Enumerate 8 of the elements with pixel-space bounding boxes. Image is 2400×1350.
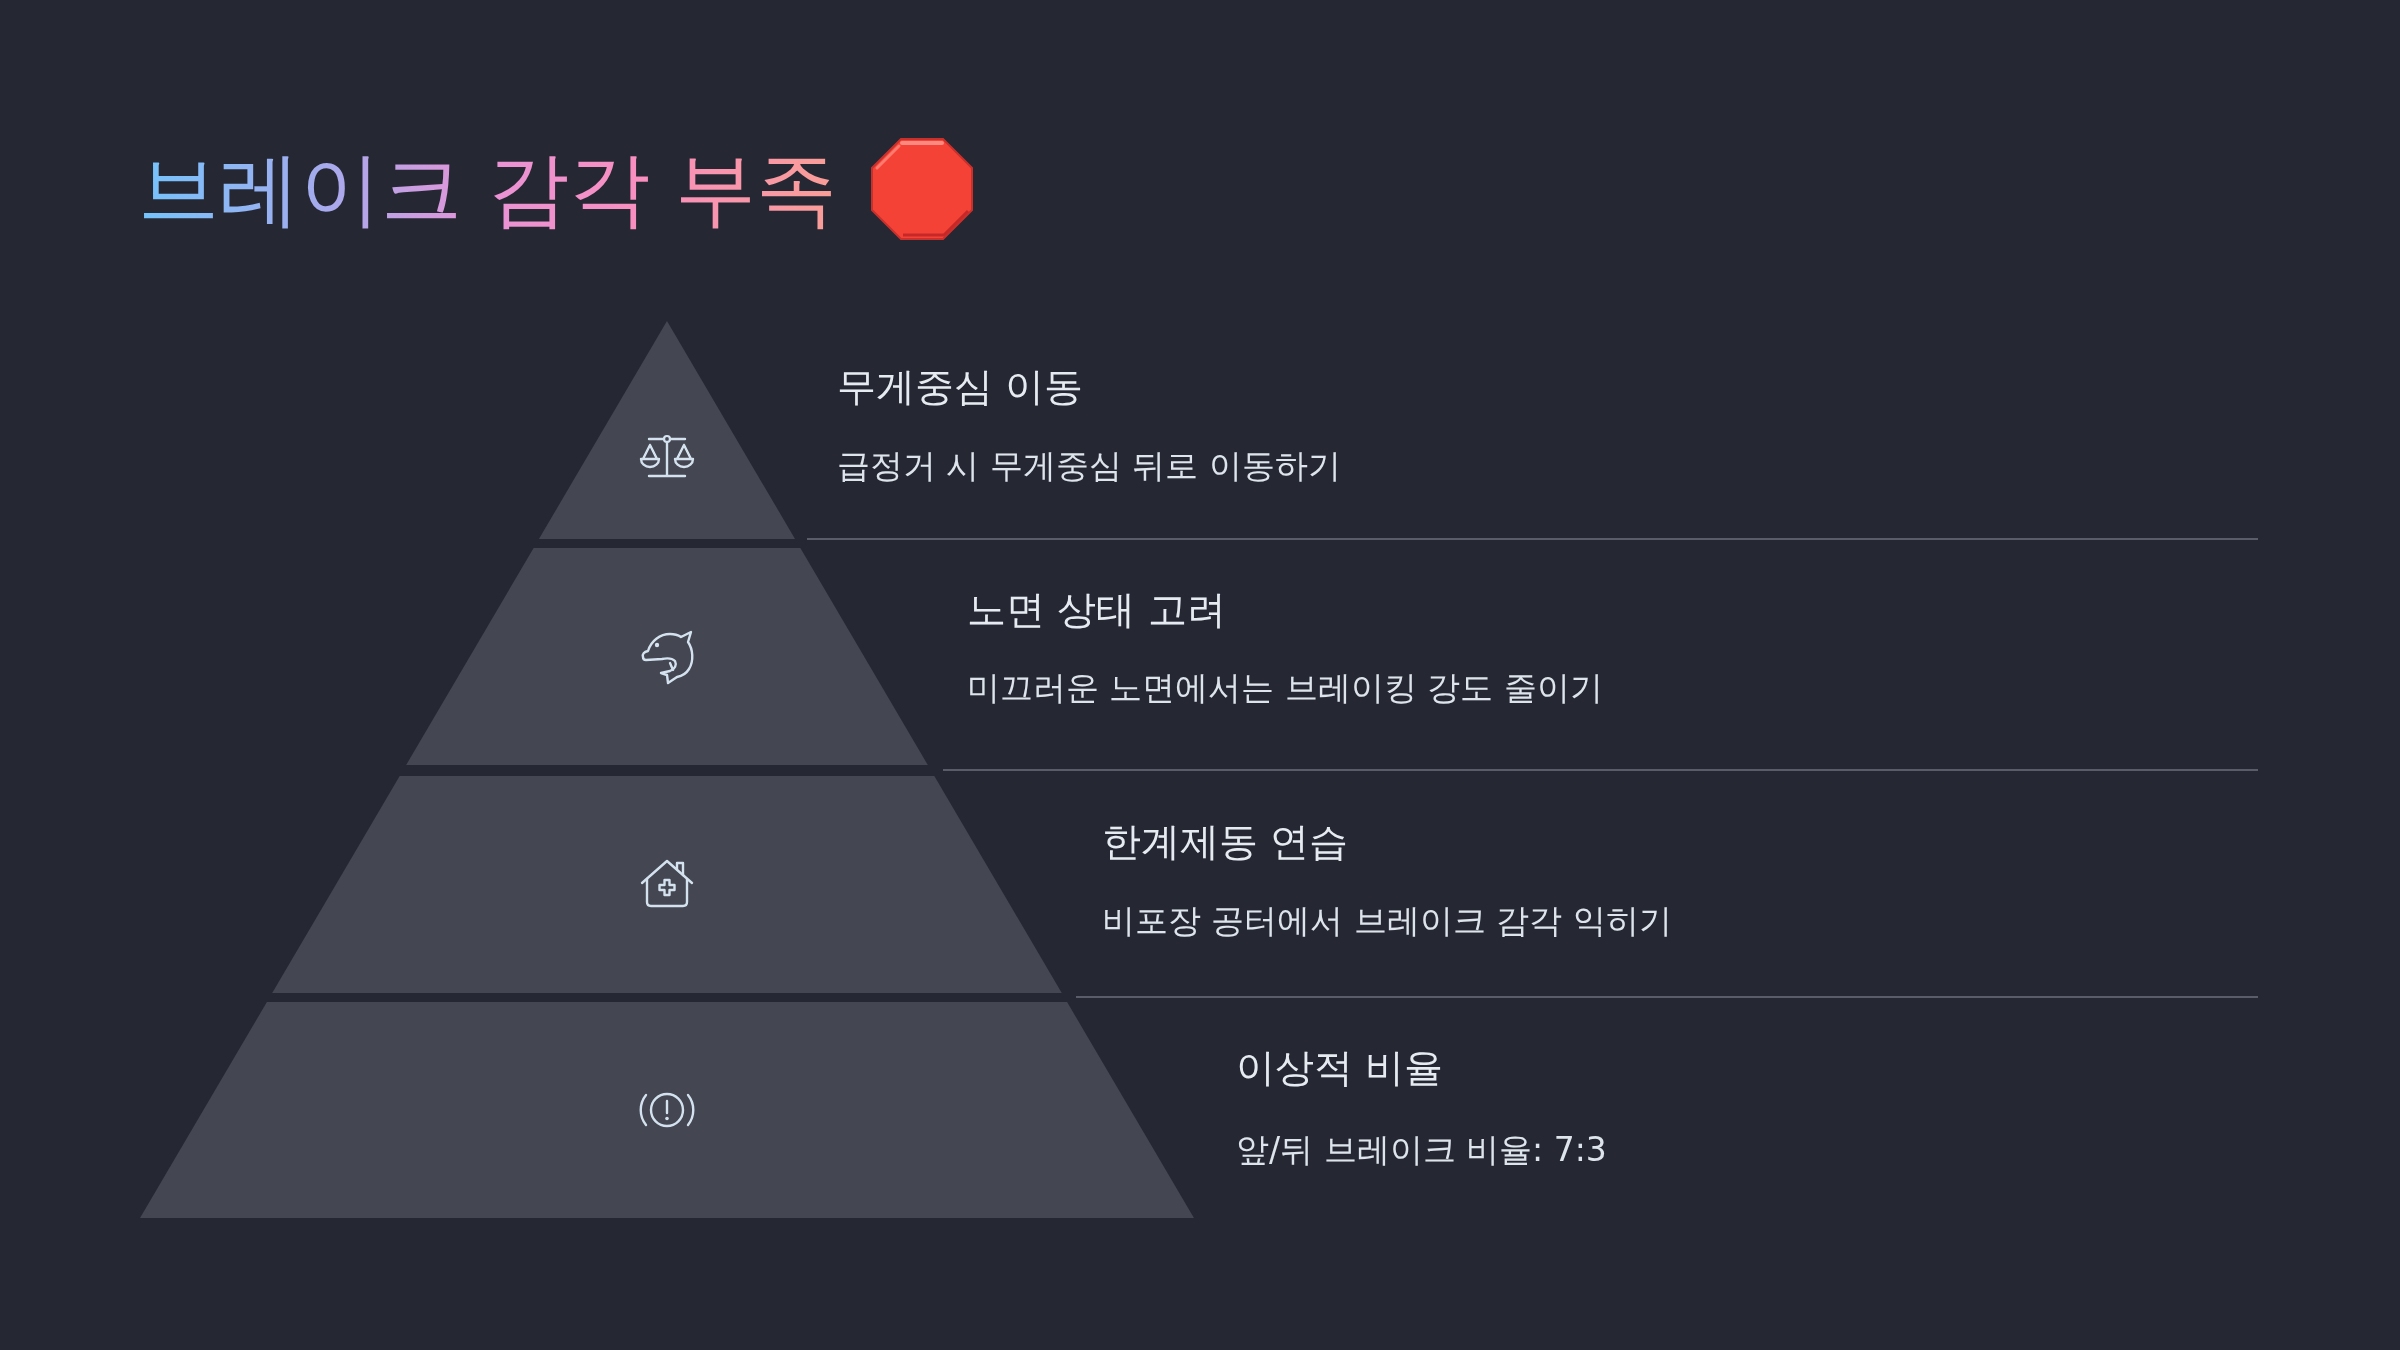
tier-description: 비포장 공터에서 브레이크 감각 익히기 (1102, 900, 1672, 942)
tier-description: 앞/뒤 브레이크 비율: 7:3 (1236, 1129, 1607, 1171)
tier-heading: 한계제동 연습 (1102, 818, 1349, 866)
tier-heading: 노면 상태 고려 (967, 586, 1226, 634)
tier-heading: 이상적 비율 (1236, 1044, 1444, 1092)
tier-description: 급정거 시 무게중심 뒤로 이동하기 (837, 445, 1341, 487)
tier-heading: 무게중심 이동 (837, 363, 1084, 411)
tier-description: 미끄러운 노면에서는 브레이킹 강도 줄이기 (967, 667, 1603, 709)
